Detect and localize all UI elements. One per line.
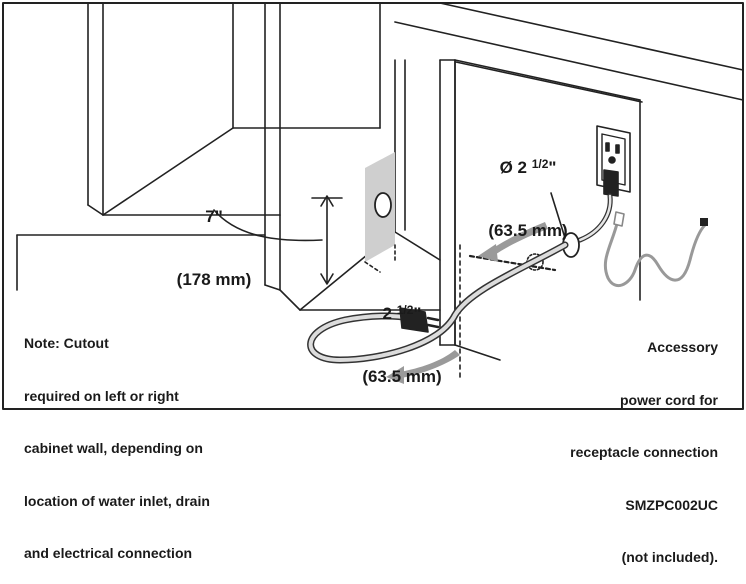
note-line: required on left or right — [24, 387, 179, 404]
note-line: Note: Cutout — [24, 335, 109, 351]
note-line: and electrical connection — [24, 545, 193, 561]
accessory-line: Accessory — [647, 339, 718, 355]
accessory-cord — [603, 211, 708, 288]
cord-plug — [399, 307, 440, 333]
depth-mm: (178 mm) — [176, 270, 252, 289]
hole-diameter-prefix: Ø 2 — [499, 158, 532, 177]
accessory-line: SMZPC002UC — [625, 496, 718, 513]
routing-arrows — [386, 222, 548, 384]
hole-leader — [550, 192, 566, 239]
height-inches: 2 1/2" — [350, 300, 454, 324]
height-label: 2 1/2" (63.5 mm) — [350, 258, 454, 408]
installation-diagram: 7" (178 mm) Ø 2 1/2" (63.5 mm) 2 1/2" (6… — [2, 2, 744, 565]
height-prefix: 2 — [382, 304, 397, 323]
height-suffix: " — [413, 304, 422, 323]
dishwasher-cavity-right — [394, 2, 744, 381]
accessory-line: power cord for — [619, 391, 718, 408]
cabinet-left — [16, 2, 381, 311]
height-dimension — [311, 195, 343, 285]
hole-diameter-suffix: " — [548, 158, 557, 177]
height-mm: (63.5 mm) — [362, 367, 442, 386]
note-line: location of water inlet, drain — [24, 492, 210, 509]
hole-diameter-fraction: 1/2 — [531, 157, 549, 171]
hole-diameter-mm: (63.5 mm) — [488, 221, 568, 240]
height-fraction: 1/2 — [396, 303, 414, 317]
depth-leader — [213, 209, 323, 242]
cutout-hole — [374, 192, 392, 218]
depth-inches: 7" — [205, 207, 223, 226]
hole-diameter-inches: Ø 2 1/2" — [468, 154, 588, 178]
cutout-note: Note: Cutout required on left or right c… — [24, 300, 210, 580]
hole-diameter-label: Ø 2 1/2" (63.5 mm) — [468, 112, 588, 262]
accessory-line: (not included). — [621, 549, 718, 565]
diagram-border — [2, 2, 744, 410]
diagram-drawing — [2, 2, 744, 410]
note-line: cabinet wall, depending on — [24, 440, 203, 456]
accessory-note: Accessory power cord for receptacle conn… — [496, 304, 718, 584]
accessory-line: receptacle connection — [570, 444, 718, 460]
wall-outlet — [596, 125, 631, 197]
depth-label: 7" (178 mm) — [158, 164, 270, 311]
